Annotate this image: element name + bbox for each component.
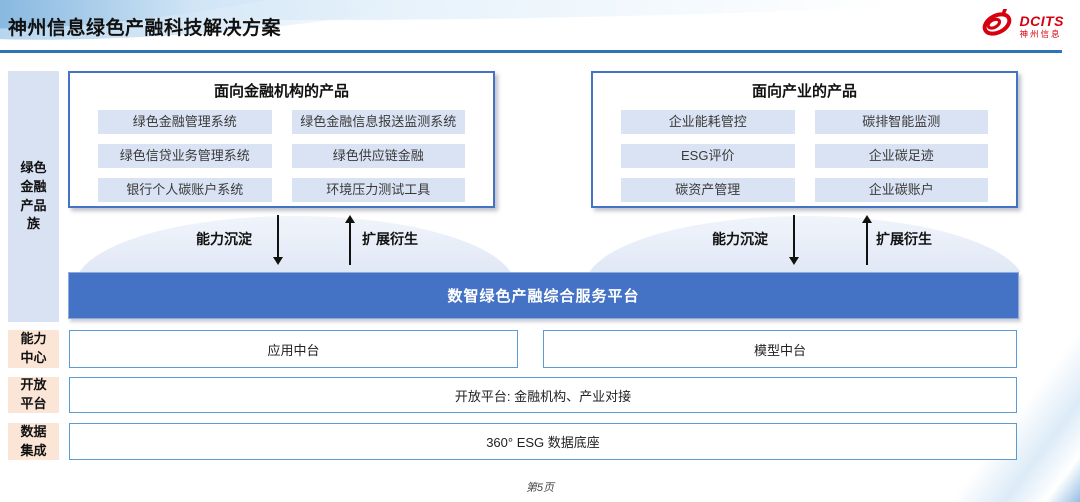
page-number: 第5页 (525, 482, 555, 494)
product-chip-grid: 企业能耗管控 碳排智能监测 ESG评价 企业碳足迹 碳资产管理 企业碳账户 (593, 101, 1016, 202)
arrow-up-icon (345, 215, 355, 265)
product-chip: 企业碳足迹 (814, 144, 988, 168)
product-chip: 绿色金融管理系统 (98, 110, 272, 134)
logo-brand-cn-text: 神州信息 (1019, 29, 1062, 40)
rail-label: 数据集成 (20, 423, 47, 458)
dome-decoration-layer (0, 212, 1080, 272)
rail-data-integration: 数据集成 (8, 423, 59, 460)
rail-open-platform: 开放平台 (8, 377, 59, 413)
product-chip: 环境压力测试工具 (291, 178, 465, 202)
product-chip: 碳排智能监测 (814, 110, 988, 134)
logo-brand-text: DCITS (1019, 13, 1064, 30)
dcits-logo: DCITS 神州信息 (979, 4, 1065, 44)
rail-label: 能力中心 (20, 331, 47, 365)
header-divider (0, 50, 1062, 53)
platform-banner: 数智绿色产融综合服务平台 (68, 272, 1019, 319)
box-title: 面向产业的产品 (751, 83, 857, 100)
product-chip: 绿色供应链金融 (291, 144, 465, 168)
product-chip: 绿色信贷业务管理系统 (98, 144, 272, 168)
financial-institution-products-box: 面向金融机构的产品 绿色金融管理系统 绿色金融信息报送监测系统 绿色信贷业务管理… (68, 71, 495, 208)
product-chip: ESG评价 (621, 144, 795, 168)
dcits-swirl-icon (979, 4, 1015, 44)
industry-products-box: 面向产业的产品 企业能耗管控 碳排智能监测 ESG评价 企业碳足迹 碳资产管理 … (591, 71, 1018, 208)
app-middle-platform-box: 应用中台 (69, 330, 518, 368)
product-chip: 企业能耗管控 (621, 110, 795, 134)
capability-settle-label: 能力沉淀 (712, 231, 768, 247)
capability-settle-label: 能力沉淀 (196, 231, 252, 247)
arrow-up-icon (862, 215, 872, 265)
rail-label: 开放平台 (20, 377, 47, 411)
dome-decoration (585, 216, 1025, 272)
product-chip: 企业碳账户 (814, 178, 988, 202)
page-title: 神州信息绿色产融科技解决方案 (8, 18, 282, 39)
arrow-down-icon (273, 215, 283, 265)
rail-label: 绿色金融产品族 (20, 159, 47, 232)
product-chip: 绿色金融信息报送监测系统 (291, 110, 465, 134)
product-chip-grid: 绿色金融管理系统 绿色金融信息报送监测系统 绿色信贷业务管理系统 绿色供应链金融… (70, 101, 493, 202)
arrow-down-icon (789, 215, 799, 265)
expand-derive-label: 扩展衍生 (876, 231, 932, 247)
box-title: 面向金融机构的产品 (213, 83, 349, 100)
product-chip: 碳资产管理 (621, 178, 795, 202)
model-middle-platform-box: 模型中台 (543, 330, 1017, 368)
product-chip: 银行个人碳账户系统 (98, 178, 272, 202)
rail-capability-center: 能力中心 (8, 330, 59, 368)
open-platform-box: 开放平台: 金融机构、产业对接 (69, 377, 1017, 413)
expand-derive-label: 扩展衍生 (362, 231, 418, 247)
esg-data-base-box: 360° ESG 数据底座 (69, 423, 1017, 460)
dome-decoration (75, 216, 515, 272)
rail-green-finance-product-family: 绿色金融产品族 (8, 71, 59, 322)
